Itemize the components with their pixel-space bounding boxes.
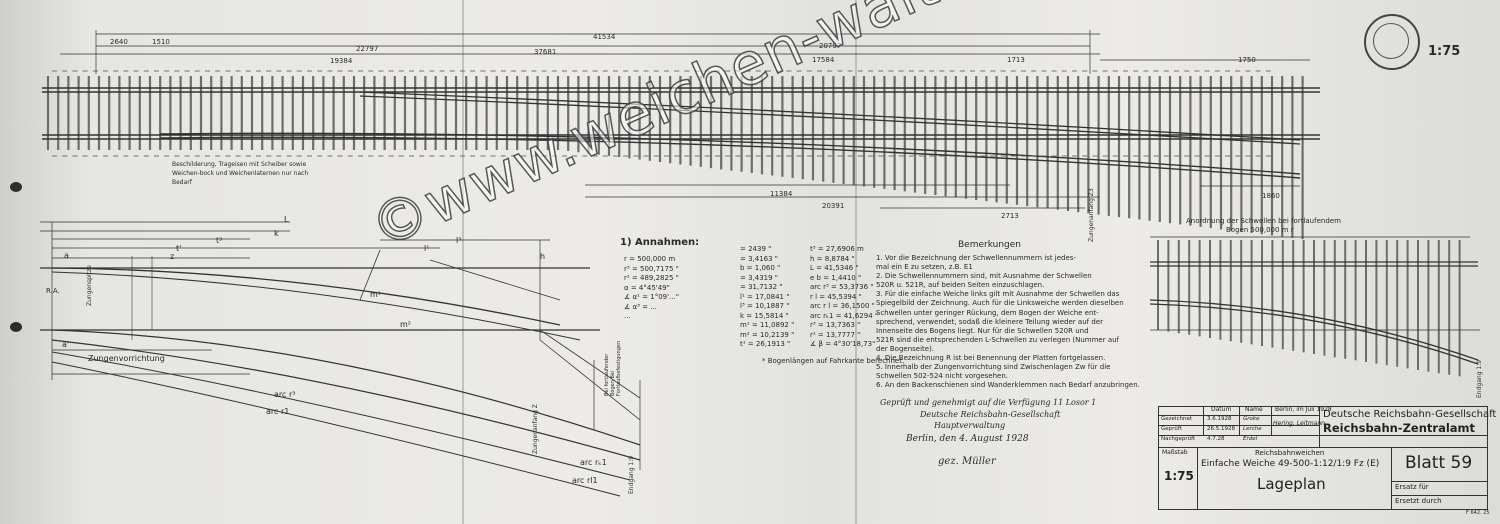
geometry-line: [429, 259, 561, 301]
diverging-track: [51, 267, 561, 326]
ersetzt-durch: Ersetzt durch: [1395, 497, 1442, 505]
rotated-label: Zungenanfang Z: [532, 404, 539, 454]
dimension-label: 11384: [770, 190, 793, 198]
annahmen-col2: = 2439 "= 3,4163 "b = 1,060 "= 3,4319 "=…: [740, 245, 795, 348]
dimension-label: 1860: [1262, 192, 1280, 200]
massstab-label: Maßstab: [1162, 449, 1188, 456]
approval-line3: Hauptverwaltung: [934, 421, 1006, 430]
rotated-label: Endgang 1:9: [628, 455, 635, 494]
annahmen-footnote: * Bogenlängen auf Fahrkante berechnet.: [762, 357, 905, 365]
rail: [1149, 303, 1479, 365]
rotated-label: Zungenspitze: [86, 265, 93, 306]
diverging-rail: [159, 132, 1301, 175]
label-ra: R.A.: [46, 287, 60, 295]
title-block: Datum Name Berlin, im Juli 1928 Gezeichn…: [1158, 406, 1496, 510]
paper-fold: [462, 0, 464, 524]
label-zungenvorrichtung: Zungenvorrichtung: [88, 354, 165, 363]
geometry-line: [359, 249, 381, 301]
dimension-label: 19384: [330, 57, 353, 65]
diverging-track: [51, 271, 581, 341]
subject: Einfache Weiche 49-500-1:12/1:9 Fz (E): [1201, 459, 1380, 469]
dimension-label: 2640: [110, 38, 128, 46]
bemerkungen-title: Bemerkungen: [958, 240, 1022, 250]
col-name: Name: [1245, 406, 1263, 413]
label-t1: t': [176, 244, 182, 253]
label-k: k: [274, 229, 279, 238]
office: Reichsbahn-Zentralamt: [1323, 421, 1476, 435]
bemerkungen-text: 1. Vor die Bezeichnung der Schwellennumm…: [876, 254, 1140, 390]
approval-line2: Deutsche Reichsbahn-Gesellschaft: [920, 410, 1061, 419]
corner-scale: 1:75: [1428, 44, 1461, 59]
label-h: h: [540, 252, 546, 261]
dimension-label: 22797: [356, 45, 379, 53]
drawing-name: Lageplan: [1257, 475, 1326, 493]
approval-line1: Geprüft und genehmigt auf die Verfügung …: [880, 398, 1097, 407]
label-a1: a': [62, 340, 70, 349]
punch-hole: [10, 182, 22, 192]
reichsbahn-stamp: [1364, 14, 1420, 70]
label-a: a: [64, 251, 69, 260]
approval-signature: gez. Müller: [938, 456, 996, 467]
dimension-label: 1750: [1238, 56, 1256, 64]
label-arc-r3: arc r³: [274, 390, 296, 399]
place-date: Berlin, im Juli 1928: [1275, 406, 1332, 413]
ersatz-fuer: Ersatz für: [1395, 483, 1429, 491]
label-l3: l³: [456, 236, 462, 245]
diverging-rail: [359, 95, 1301, 145]
label-arc-rk1: arc rₖ1: [580, 458, 607, 467]
dimension-label: 2713: [1001, 212, 1019, 220]
dimension-label: 20391: [822, 202, 845, 210]
rotated-label: Bei fortlaufender Bogen Bei Fortlaufbefe…: [604, 340, 622, 396]
label-arc-rl1: arc rl1: [572, 476, 598, 485]
paper-fold: [855, 0, 857, 524]
diverging-rail: [359, 91, 1301, 141]
label-L: L: [284, 215, 289, 224]
category: Reichsbahnweichen: [1255, 449, 1325, 457]
dimension-label: 17584: [812, 56, 835, 64]
dimension-label: 1510: [152, 38, 170, 46]
arc-track: [51, 351, 631, 481]
arc-track: [51, 361, 621, 497]
dimension-label: 1713: [1007, 56, 1025, 64]
geometry-line: [539, 339, 641, 421]
company: Deutsche Reichsbahn-Gesellschaft: [1323, 409, 1497, 420]
label-arc-r1: arc r1: [266, 407, 290, 416]
inset-title-2: Bogen 500,000 m r: [1226, 226, 1294, 234]
dimension-label: 37681: [534, 48, 557, 56]
label-z: z: [170, 252, 175, 261]
dimension-label: 41534: [593, 33, 616, 41]
punch-hole: [10, 322, 22, 332]
col-datum: Datum: [1211, 406, 1232, 413]
rotated-label: Endgang 1:9: [1476, 359, 1483, 398]
inset-title-1: Anordnung der Schwellen bei fortlaufende…: [1186, 217, 1341, 225]
geometry-line: [539, 329, 641, 399]
rail: [1149, 299, 1479, 361]
print-code: F 642. 25: [1466, 510, 1490, 516]
top-note: Beschilderung, Trageisen mit Scheiber so…: [172, 161, 309, 186]
approval-line4: Berlin, den 4. August 1928: [906, 434, 1029, 444]
label-l1: l¹: [424, 244, 430, 253]
massstab: 1:75: [1164, 469, 1194, 483]
arc-track: [51, 329, 641, 446]
tb-signature: Hering, Leitmann: [1273, 420, 1325, 427]
diverging-rail: [159, 136, 1301, 179]
rotated-label: Zungenanfang Z3: [1088, 188, 1095, 242]
dimension-label: 20797: [819, 42, 842, 50]
sheet-number: Blatt 59: [1405, 453, 1473, 473]
label-t3: t³: [216, 236, 223, 245]
label-m2: m²: [400, 320, 411, 329]
annahmen-title: 1) Annahmen:: [620, 237, 700, 248]
label-m1: m¹: [370, 290, 381, 299]
